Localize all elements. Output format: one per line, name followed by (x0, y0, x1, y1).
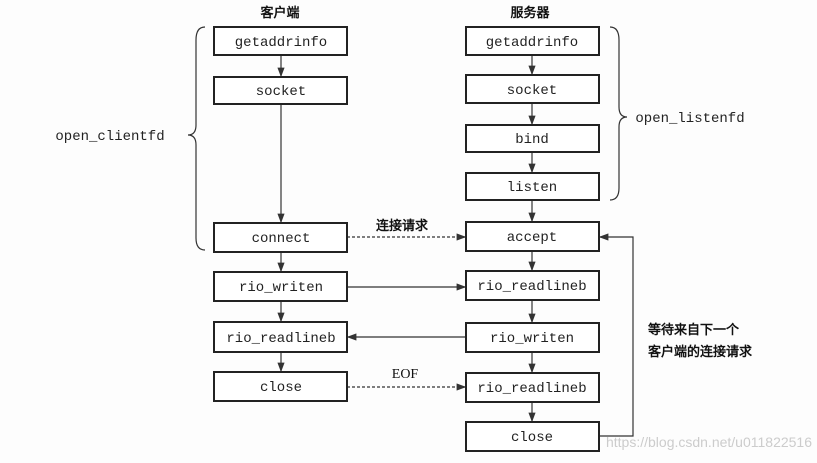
server-accept-box: accept (465, 221, 600, 252)
client-close-box: close (213, 371, 348, 402)
eof-label: EOF (392, 367, 419, 382)
server-brace (609, 26, 628, 201)
svg-text:rio_readlineb: rio_readlineb (477, 279, 586, 295)
server-rio-readlineb-box: rio_readlineb (465, 270, 600, 301)
server-rio-readlineb-2-box: rio_readlineb (465, 372, 600, 403)
svg-text:bind: bind (515, 132, 549, 148)
svg-text:rio_writen: rio_writen (239, 280, 323, 296)
svg-text:socket: socket (507, 83, 557, 99)
svg-text:connect: connect (252, 231, 311, 247)
open-clientfd-label: open_clientfd (55, 129, 164, 145)
client-getaddrinfo-box: getaddrinfo (213, 26, 348, 56)
server-bind-box: bind (465, 124, 600, 153)
connect-request-label: 连接请求 (376, 218, 429, 234)
svg-text:accept: accept (507, 230, 557, 246)
server-listen-box: listen (465, 172, 600, 201)
server-socket-box: socket (465, 74, 600, 104)
watermark: https://blog.csdn.net/u011822516 (606, 434, 812, 450)
loop-back-arrow (598, 233, 634, 437)
svg-text:close: close (511, 430, 553, 446)
client-rio-readlineb-box: rio_readlineb (213, 321, 348, 353)
client-socket-box: socket (213, 76, 348, 105)
svg-text:listen: listen (507, 180, 557, 196)
server-getaddrinfo-box: getaddrinfo (465, 26, 600, 56)
server-boxes: getaddrinfo socket bind listen accept ri… (465, 26, 600, 452)
wait-label-line2: 客户端的连接请求 (648, 344, 753, 360)
client-title: 客户端 (260, 5, 299, 21)
svg-text:socket: socket (256, 84, 306, 100)
wait-label-line1: 等待来自下一个 (647, 322, 740, 338)
client-rio-writen-box: rio_writen (213, 271, 348, 302)
svg-text:rio_readlineb: rio_readlineb (226, 331, 335, 347)
svg-text:rio_readlineb: rio_readlineb (477, 381, 586, 397)
server-close-box: close (465, 421, 600, 452)
client-brace (187, 26, 206, 251)
svg-text:getaddrinfo: getaddrinfo (235, 35, 327, 51)
server-rio-writen-box: rio_writen (465, 322, 600, 353)
svg-text:rio_writen: rio_writen (490, 331, 574, 347)
svg-text:getaddrinfo: getaddrinfo (486, 35, 578, 51)
client-connect-box: connect (213, 222, 348, 253)
client-boxes: getaddrinfo socket connect rio_writen ri… (213, 26, 348, 402)
server-title: 服务器 (510, 5, 550, 21)
svg-text:close: close (260, 380, 302, 396)
open-listenfd-label: open_listenfd (635, 111, 744, 127)
